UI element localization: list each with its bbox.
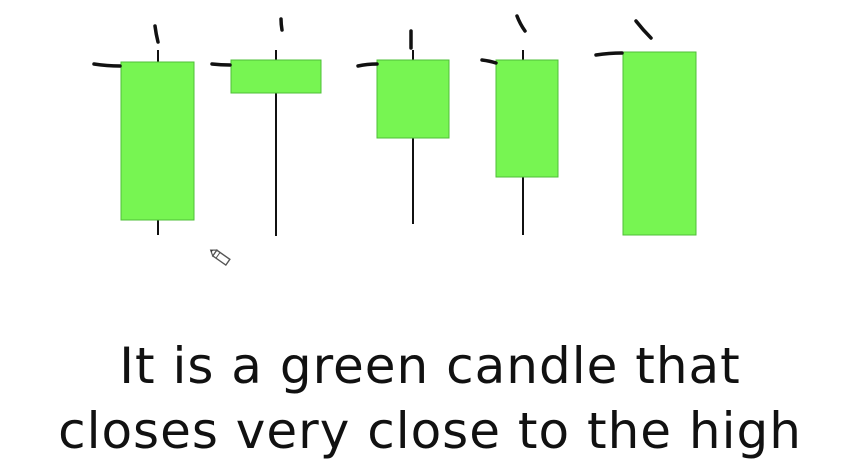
candle-5-high-tick — [634, 19, 653, 40]
candle-4-close-mark — [480, 58, 498, 65]
candle-4-body — [495, 59, 559, 178]
candle-3-close-mark — [356, 62, 379, 68]
candle-5-body — [622, 51, 697, 236]
caption-line-2: closes very close to the high — [58, 402, 802, 460]
candle-2-body — [230, 59, 322, 94]
candle-3-body — [376, 59, 450, 139]
candle-2-high-tick — [279, 17, 284, 32]
pencil-cursor-icon — [207, 246, 235, 270]
candle-1-close-mark — [92, 62, 122, 68]
candle-4-high-tick — [515, 14, 527, 33]
candle-3 — [356, 29, 450, 224]
candlestick-diagram — [92, 14, 697, 236]
caption-line-1: It is a green candle that — [119, 337, 741, 395]
candle-4 — [480, 14, 559, 235]
candle-1-high-tick — [153, 24, 160, 44]
candle-5 — [594, 19, 697, 236]
candle-1 — [92, 24, 195, 235]
candle-1-body — [120, 61, 195, 221]
candle-2 — [210, 17, 322, 236]
candle-2-close-mark — [210, 62, 232, 67]
candle-5-close-mark — [594, 51, 624, 57]
